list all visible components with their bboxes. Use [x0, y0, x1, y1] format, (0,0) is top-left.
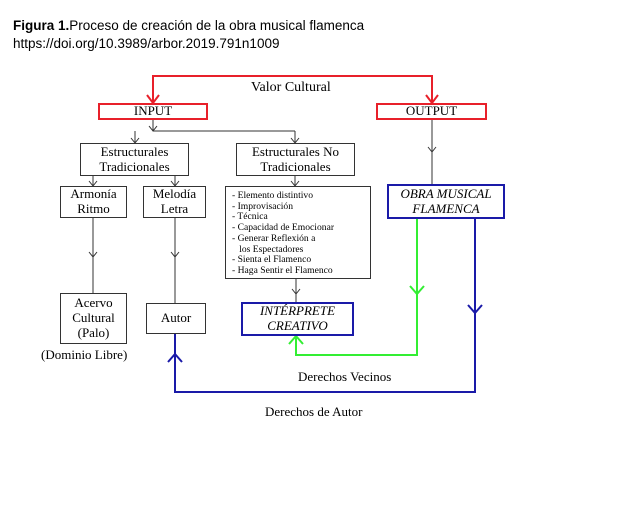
derechos-autor-arrow — [167, 219, 483, 393]
line-1: Estructurales No — [251, 143, 339, 159]
acervo-cultural-box: Acervo Cultural (Palo) — [60, 293, 127, 344]
elemento-item: - Sienta el Flamenco — [232, 254, 312, 266]
elemento-item: - Generar Reflexión a — [232, 232, 316, 244]
line-2: Ritmo — [77, 201, 110, 216]
elemento-item: - Haga Sentir el Flamenco — [232, 265, 333, 277]
line-1: Acervo — [74, 295, 113, 311]
line-1: Armonía — [70, 186, 117, 202]
line-2: Tradicionales — [260, 158, 331, 174]
elementos-list: - Elemento distintivo - Improvisación - … — [225, 186, 371, 279]
obra-musical-box: OBRA MUSICAL FLAMENCA — [387, 184, 505, 219]
derechos-vecinos-label: Derechos Vecinos — [298, 369, 392, 384]
armonia-ritmo-box: Armonía Ritmo — [60, 186, 127, 218]
estructurales-tradicionales-box: Estructurales Tradicionales — [80, 143, 189, 176]
line-2: Tradicionales — [99, 158, 170, 174]
line-2: FLAMENCA — [412, 200, 480, 216]
line-2: Cultural — [72, 310, 115, 326]
autor-label: Autor — [160, 310, 192, 326]
elemento-item: - Técnica — [232, 211, 268, 223]
line-1: Melodía — [152, 186, 197, 202]
line-1: OBRA MUSICAL — [400, 185, 492, 201]
elemento-item: - Elemento distintivo — [232, 190, 314, 201]
line-1: INTÉRPRETE — [259, 303, 336, 319]
line-2: CREATIVO — [267, 318, 328, 333]
interprete-creativo-box: INTÉRPRETE CREATIVO — [241, 302, 354, 336]
output-label: OUTPUT — [405, 103, 458, 119]
figure-caption: Figura 1.Proceso de creación de la obra … — [13, 18, 364, 33]
valor-cultural-label: Valor Cultural — [251, 80, 331, 95]
line-3: (Palo) — [77, 324, 110, 340]
dominio-libre-label: (Dominio Libre) — [41, 347, 128, 362]
elemento-item: - Improvisación — [232, 200, 294, 212]
input-box: INPUT — [98, 103, 208, 120]
autor-box: Autor — [146, 303, 206, 334]
figure-title: Proceso de creación de la obra musical f… — [69, 18, 365, 33]
derechos-autor-label: Derechos de Autor — [265, 404, 363, 419]
estructurales-no-tradicionales-box: Estructurales No Tradicionales — [236, 143, 355, 176]
figure-label: Figura 1. — [13, 18, 70, 33]
input-label: INPUT — [133, 103, 173, 119]
line-1: Estructurales — [100, 143, 169, 159]
elemento-item: - Capacidad de Emocionar — [232, 222, 335, 234]
derechos-vecinos-arrow — [288, 219, 425, 356]
output-box: OUTPUT — [376, 103, 487, 120]
figure-doi: https://doi.org/10.3989/arbor.2019.791n1… — [13, 36, 280, 51]
line-2: Letra — [160, 201, 189, 216]
elemento-item: los Espectadores — [232, 243, 304, 255]
melodia-letra-box: Melodía Letra — [143, 186, 206, 218]
